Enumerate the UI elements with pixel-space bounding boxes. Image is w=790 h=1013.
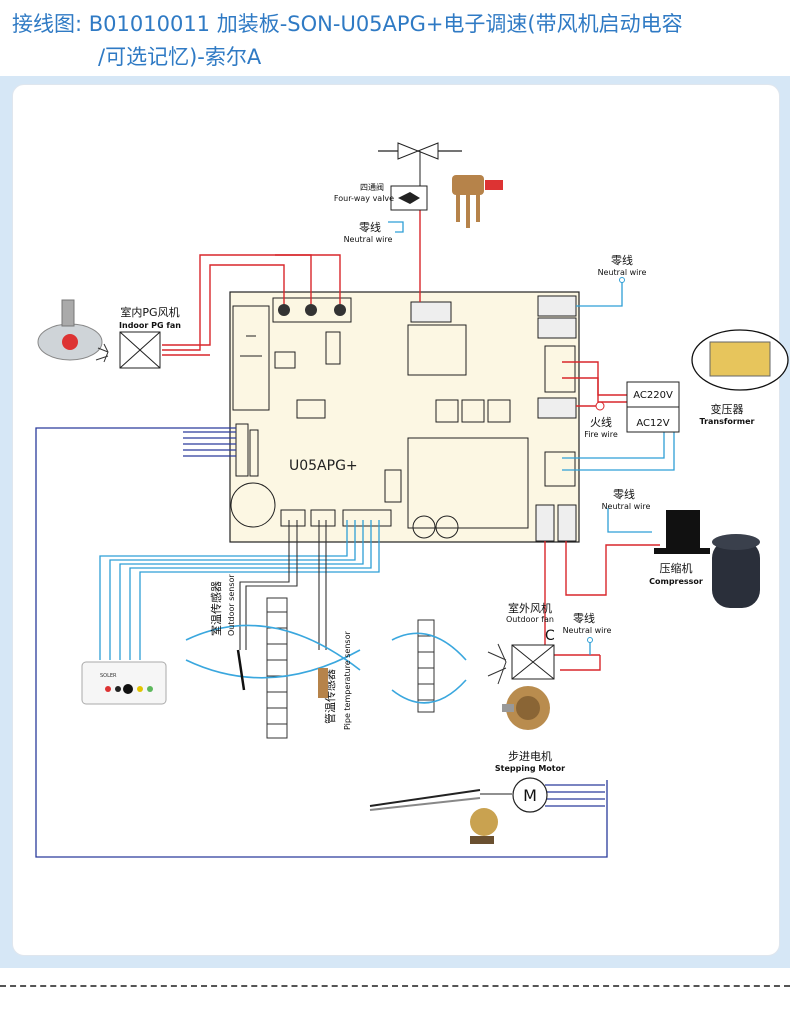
display-panel: SOLER	[81, 661, 167, 705]
stepping-motor-en: Stepping Motor	[495, 764, 565, 773]
title-line-1: 接线图: B01010011 加装板-SON-U05APG+电子调速(带风机启动…	[12, 12, 683, 36]
neutral-right: 零线 Neutral wire	[598, 253, 647, 283]
neutral-right-en: Neutral wire	[598, 268, 647, 277]
sensor-wires	[239, 520, 327, 650]
indoor-coil	[266, 597, 288, 739]
svg-text:M: M	[523, 786, 537, 805]
neutral-fan-en: Neutral wire	[563, 626, 612, 635]
control-board: U05APG+	[229, 291, 580, 543]
compressor: 零线 Neutral wire 压缩机 Compressor	[602, 487, 760, 608]
outdoor-fan-motor-photo	[502, 686, 550, 730]
transformer-cn: 变压器	[711, 402, 744, 416]
neutral-comp-cn: 零线	[613, 487, 635, 501]
outdoor-fan-cap-label: C	[545, 628, 555, 644]
neutral-comp-en: Neutral wire	[602, 502, 651, 511]
pipe-sensor: 管温传感器 Pipe temperature sensor	[318, 631, 352, 730]
fire-wire: 火线 Fire wire	[584, 401, 618, 439]
outdoor-fan-cn: 室外风机	[508, 601, 552, 615]
bottom-divider	[0, 985, 790, 987]
outdoor-sensor-en: Outdoor sensor	[227, 574, 236, 636]
display-brand: SOLER	[100, 673, 117, 679]
compressor-photo	[712, 534, 760, 608]
transformer: AC220V AC12V 变压器 Transformer	[626, 329, 789, 433]
neutral-right-cn: 零线	[611, 253, 633, 267]
transformer-secondary: AC12V	[636, 418, 669, 429]
stepping-motor: 步进电机 Stepping Motor M	[369, 749, 565, 844]
neutral-top-en: Neutral wire	[344, 235, 393, 244]
pipe-sensor-en: Pipe temperature sensor	[343, 631, 352, 730]
outdoor-fan: 室外风机 Outdoor fan C 零线 Neutral wire	[487, 601, 612, 730]
fire-wire-en: Fire wire	[584, 430, 618, 439]
four-way-valve: 四通阀 Four-way valve 零线 Neutral wire	[334, 142, 503, 244]
red-wires	[162, 210, 660, 671]
transformer-photo	[691, 329, 789, 391]
four-way-valve-en: Four-way valve	[334, 194, 394, 203]
indoor-fan-photo	[37, 299, 103, 361]
fire-wire-cn: 火线	[590, 415, 612, 429]
neutral-fan-cn: 零线	[573, 611, 595, 625]
compressor-en: Compressor	[649, 577, 703, 586]
neutral-top-cn: 零线	[359, 220, 381, 234]
outdoor-sensor-cn: 室温传感器	[209, 581, 223, 636]
indoor-fan-cn: 室内PG风机	[120, 305, 179, 319]
blue-wires	[35, 427, 608, 858]
title-line-2: /可选记忆)-索尔A	[98, 45, 262, 69]
stepping-motor-photo	[470, 808, 498, 844]
outdoor-sensor: 室温传感器 Outdoor sensor	[209, 574, 246, 691]
airflow-arrows	[185, 624, 467, 704]
outdoor-coil	[417, 619, 435, 713]
transformer-primary: AC220V	[633, 390, 673, 401]
indoor-fan-en: Indoor PG fan	[119, 321, 181, 330]
four-way-valve-photo	[452, 175, 503, 228]
compressor-cn: 压缩机	[660, 561, 693, 575]
stepping-motor-cn: 步进电机	[508, 749, 552, 763]
cyan-wires	[99, 221, 675, 660]
board-model-label: U05APG+	[289, 458, 358, 474]
outdoor-fan-en: Outdoor fan	[506, 615, 554, 624]
diagram-panel	[12, 84, 780, 956]
four-way-valve-cn: 四通阀	[360, 182, 384, 192]
transformer-en: Transformer	[699, 417, 754, 426]
indoor-fan: 室内PG风机 Indoor PG fan	[37, 299, 181, 369]
